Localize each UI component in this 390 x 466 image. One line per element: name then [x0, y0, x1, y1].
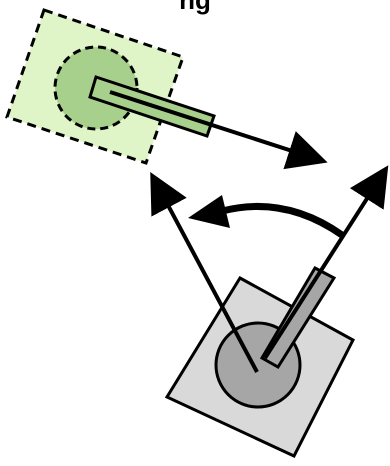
current-tank [154, 172, 384, 456]
ghost-tank [7, 10, 320, 163]
rotation-arrowhead [188, 195, 230, 228]
rotation-arc [222, 206, 342, 235]
rotation-arrow [188, 195, 342, 235]
